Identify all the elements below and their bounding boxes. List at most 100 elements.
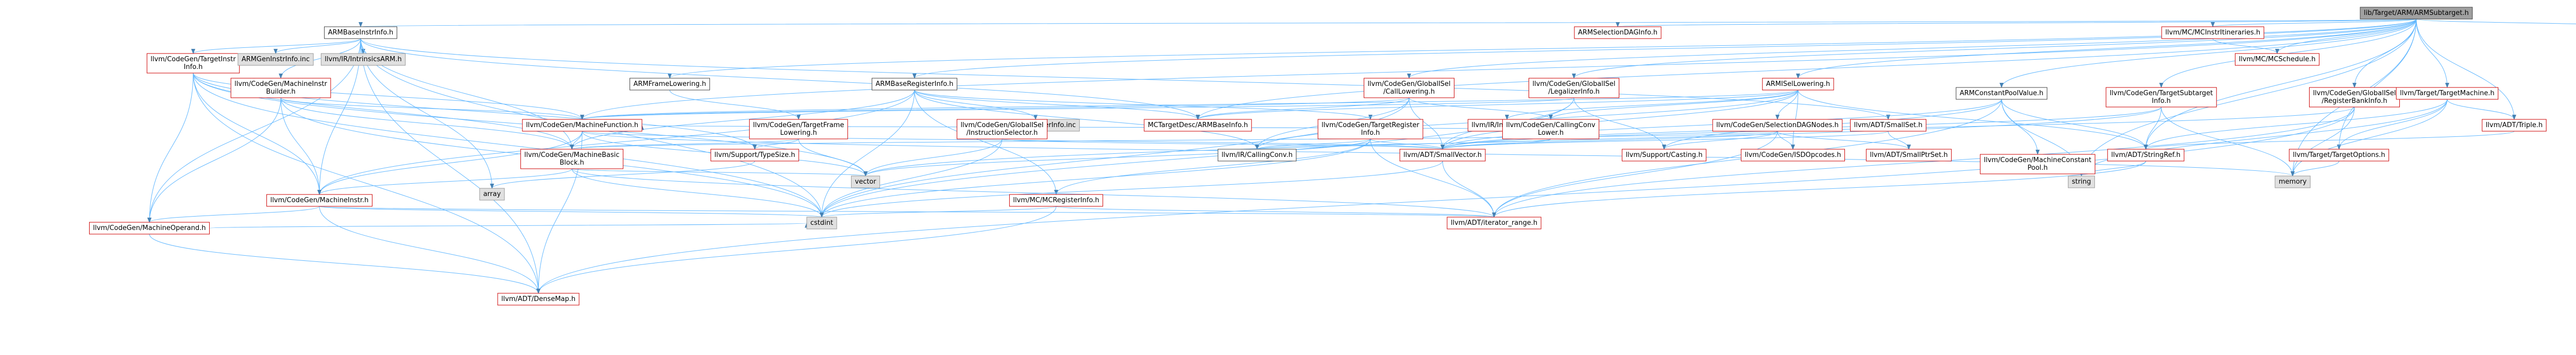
node-armframelowering[interactable]: ARMFrameLowering.h [629,78,710,91]
node-label: llvm/ADT/SmallVector.h [1403,151,1482,159]
edge-mcregisterinfo-to-iterator_range [1056,206,1496,218]
node-label: llvm/CodeGen/TargetRegister [1321,121,1419,129]
edge-armbaseinstrinfo-to-densemap [360,38,540,294]
node-box [749,119,848,139]
node-box [1980,154,2095,174]
edge-root-to-armbaseregisterinfo [912,19,2417,79]
node-box [1363,78,1455,98]
edge-selectiondagnodes-to-smallvector [1440,131,1778,150]
node-box [1850,119,1927,132]
node-machinefunction[interactable]: llvm/CodeGen/MachineFunction.h [522,119,642,132]
node-string[interactable]: string [2067,175,2095,188]
node-mcregisterinfo[interactable]: llvm/MC/MCRegisterInfo.h [1009,194,1104,207]
node-smallptrset[interactable]: llvm/ADT/SmallPtrSet.h [1866,149,1952,162]
node-cstdint[interactable]: cstdint [806,217,837,229]
node-smallset[interactable]: llvm/ADT/SmallSet.h [1850,119,1927,132]
node-box [1712,119,1843,132]
node-label: llvm/IR/CallingConv.h [1222,151,1293,159]
node-box [1528,78,1620,98]
node-box [2396,87,2499,100]
node-label: llvm/CodeGen/GlobalISel [1532,80,1615,88]
node-mcinstrineraries[interactable]: llvm/MC/MCInstrItineraries.h [2161,26,2264,39]
edge-armbaseinstrinfo-to-array [360,38,494,189]
edge-armbaseinstrinfo-to-machineinstr [317,38,361,195]
node-box [2234,53,2320,66]
node-box [629,78,710,91]
node-smallvector[interactable]: llvm/ADT/SmallVector.h [1399,149,1486,162]
edge-armisellowering-to-callingconvlower [1549,90,1799,120]
node-box [1866,149,1952,162]
node-armisellowering[interactable]: ARMISelLowering.h [1762,78,1834,91]
node-selectiondagnodes[interactable]: llvm/CodeGen/SelectionDAGNodes.h [1712,119,1843,132]
node-iterator_range[interactable]: llvm/ADT/iterator_range.h [1447,217,1541,229]
node-stringref[interactable]: llvm/ADT/StringRef.h [2107,149,2184,162]
node-box [1740,149,1845,162]
node-label: Lowering.h [780,129,817,137]
edge-targetmachine-to-adt_triple [2447,99,2516,120]
node-casting[interactable]: llvm/Support/Casting.h [1621,149,1707,162]
node-mcschedule[interactable]: llvm/MC/MCSchedule.h [2234,53,2320,66]
edges-layer [147,19,2576,294]
node-adt_triple[interactable]: llvm/ADT/Triple.h [2482,119,2547,132]
node-memory[interactable]: memory [2275,175,2311,188]
node-globalisel_legalizerinfo[interactable]: llvm/CodeGen/GlobalISel/LegalizerInfo.h [1528,78,1620,98]
edge-root-to-armconstantpoolvalue [1999,19,2417,88]
node-box [2106,87,2217,108]
node-armbaseregisterinfo[interactable]: ARMBaseRegisterInfo.h [871,78,958,91]
edge-adt_triple-to-stringref [2144,131,2515,150]
edge-selectiondagnodes-to-iterator_range [1492,131,1778,218]
edge-root-to-armgensubtargetinfo [2416,19,2576,24]
node-isdopcodes[interactable]: llvm/CodeGen/ISDOpcodes.h [1740,149,1845,162]
node-targetoptions[interactable]: llvm/Target/TargetOptions.h [2289,149,2389,162]
node-armgeninstrinfo[interactable]: ARMGenInstrInfo.inc [238,53,314,66]
node-label: /CallLowering.h [1383,88,1435,96]
node-typesize[interactable]: llvm/Support/TypeSize.h [710,149,799,162]
edge-targetinstrinfo-to-machinebasicblock [193,73,574,150]
node-armbaseinfo[interactable]: MCTargetDesc/ARMBaseInfo.h [1144,119,1252,132]
node-targetmachine[interactable]: llvm/Target/TargetMachine.h [2396,87,2499,100]
edge-typesize-to-array [490,161,755,189]
node-label: Pool.h [2027,164,2047,172]
node-box [2309,87,2400,108]
node-vector[interactable]: vector [851,175,880,188]
node-globalisel_instructionselector[interactable]: llvm/CodeGen/GlobalISel/InstructionSelec… [956,119,1048,139]
node-box [522,119,642,132]
node-globalisel_calllowering[interactable]: llvm/CodeGen/GlobalISel/CallLowering.h [1363,78,1455,98]
edge-targetmachine-to-memory [2291,99,2448,176]
node-callingconv[interactable]: llvm/IR/CallingConv.h [1217,149,1297,162]
edge-armbaseinstrinfo-to-smallset [360,38,1890,120]
node-intrinsicsarm[interactable]: llvm/IR/IntrinsicsARM.h [320,53,406,66]
node-label: ARMFrameLowering.h [633,80,706,88]
edge-globalisel_registerbankinfo-to-memory [2291,106,2355,176]
edge-targetsubtargetinfo-to-stringref [2144,106,2162,150]
node-machineinstr[interactable]: llvm/CodeGen/MachineInstr.h [266,194,372,207]
edge-root-to-adt_triple [2416,19,2516,120]
node-label: llvm/CodeGen/TargetSubtarget [2110,90,2213,97]
edge-globalisel_calllowering-to-armbaseinfo [1196,97,1410,120]
node-globalisel_registerbankinfo[interactable]: llvm/CodeGen/GlobalISel/RegisterBankInfo… [2309,87,2400,108]
node-root[interactable]: lib/Target/ARM/ARMSubtarget.h [2360,7,2473,20]
edge-machineinstrbuilder-to-machinebasicblock [280,97,574,150]
node-armselectiondaginfo[interactable]: ARMSelectionDAGInfo.h [1574,26,1662,39]
node-box [2107,149,2184,162]
edge-armisellowering-to-machinefunction [580,90,1799,120]
node-array[interactable]: array [479,188,505,201]
edge-mcregisterinfo-to-densemap [536,206,1057,294]
node-machineoperand[interactable]: llvm/CodeGen/MachineOperand.h [89,222,210,235]
node-box [1217,149,1297,162]
node-armconstantpoolvalue[interactable]: ARMConstantPoolValue.h [1956,87,2047,100]
node-densemap[interactable]: llvm/ADT/DenseMap.h [497,293,580,306]
edge-targetframelowering-to-vector [798,138,868,176]
node-armbaseinstrinfo[interactable]: ARMBaseInstrInfo.h [324,26,397,39]
edge-machinebasicblock-to-vector [571,168,868,176]
edge-armbaseregisterinfo-to-cstdint [820,90,915,218]
